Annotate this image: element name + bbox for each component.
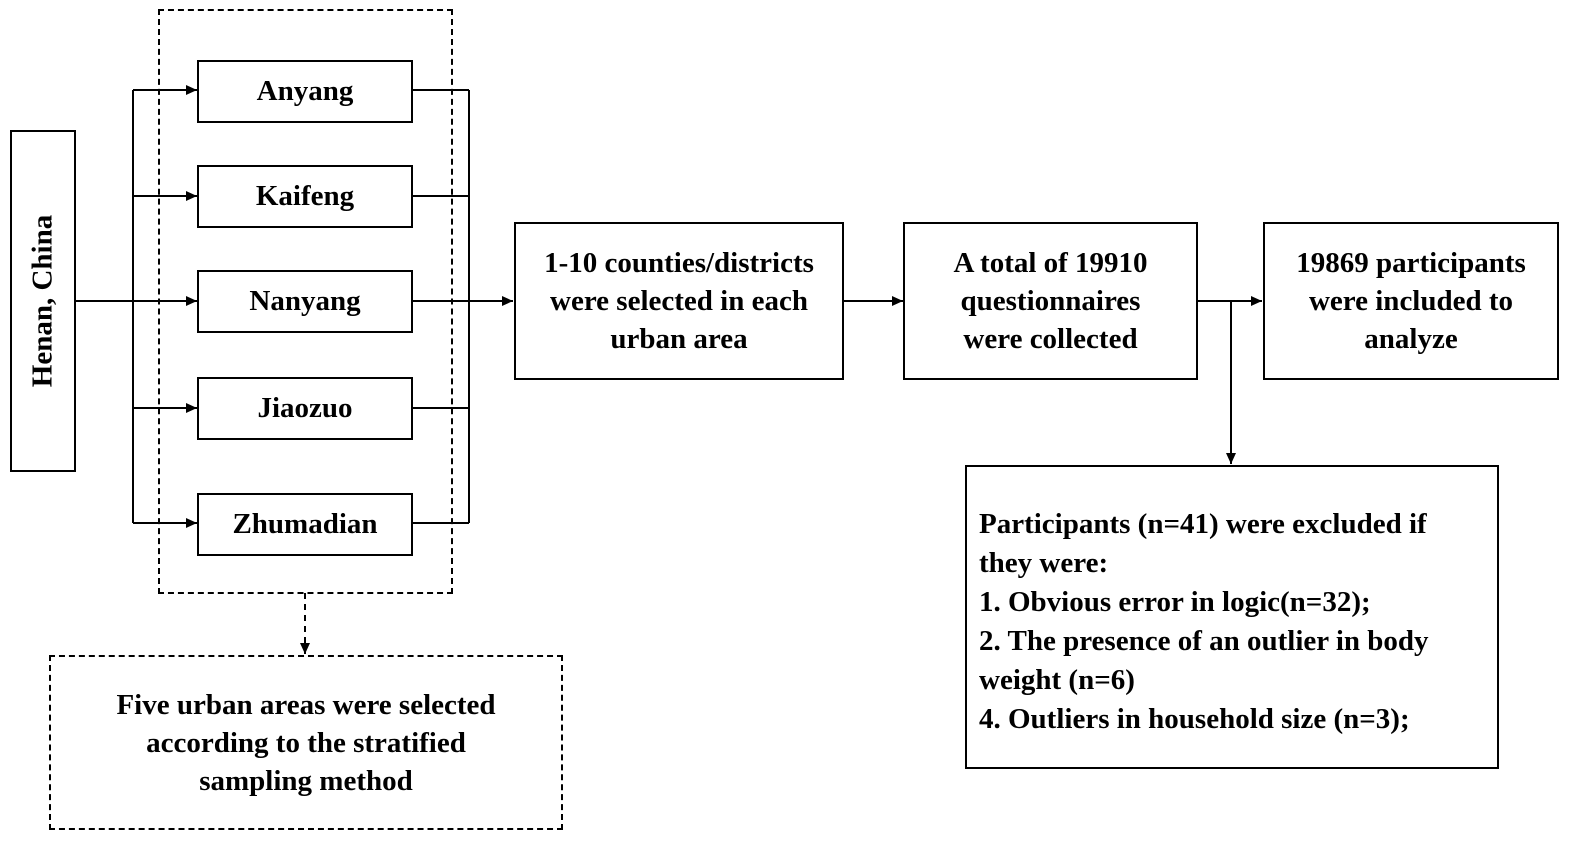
city-box-nanyang: Nanyang (197, 270, 413, 333)
exclusion-line: 1. Obvious error in logic(n=32); (979, 586, 1371, 618)
city-box-anyang: Anyang (197, 60, 413, 123)
root-box: Henan, China (10, 130, 76, 472)
city-label: Nanyang (249, 285, 361, 317)
city-box-kaifeng: Kaifeng (197, 165, 413, 228)
city-label: Anyang (256, 75, 354, 107)
exclusion-line: 2. The presence of an outlier in body (979, 625, 1429, 657)
sampling-note-box: Five urban areas were selected according… (49, 655, 563, 830)
exclusion-box: Participants (n=41) were excluded if the… (965, 465, 1499, 769)
step1-box: 1-10 counties/districts were selected in… (514, 222, 844, 380)
city-box-zhumadian: Zhumadian (197, 493, 413, 556)
city-label: Zhumadian (232, 508, 378, 540)
city-box-jiaozuo: Jiaozuo (197, 377, 413, 440)
city-label: Jiaozuo (257, 392, 353, 424)
sampling-note-text: Five urban areas were selected according… (116, 688, 496, 797)
urban-areas-group (158, 9, 453, 594)
step2-text: A total of 19910 questionnaires were col… (953, 247, 1148, 355)
exclusion-line: they were: (979, 547, 1109, 579)
step2-box: A total of 19910 questionnaires were col… (903, 222, 1198, 380)
step3-text: 19869 participants were included to anal… (1296, 247, 1526, 355)
exclusion-line: Participants (n=41) were excluded if (979, 508, 1427, 540)
city-label: Kaifeng (255, 180, 355, 212)
step3-box: 19869 participants were included to anal… (1263, 222, 1559, 380)
exclusion-line: weight (n=6) (979, 664, 1135, 696)
exclusion-line: 4. Outliers in household size (n=3); (979, 703, 1410, 735)
step1-text: 1-10 counties/districts were selected in… (544, 247, 814, 355)
root-label: Henan, China (26, 214, 59, 388)
